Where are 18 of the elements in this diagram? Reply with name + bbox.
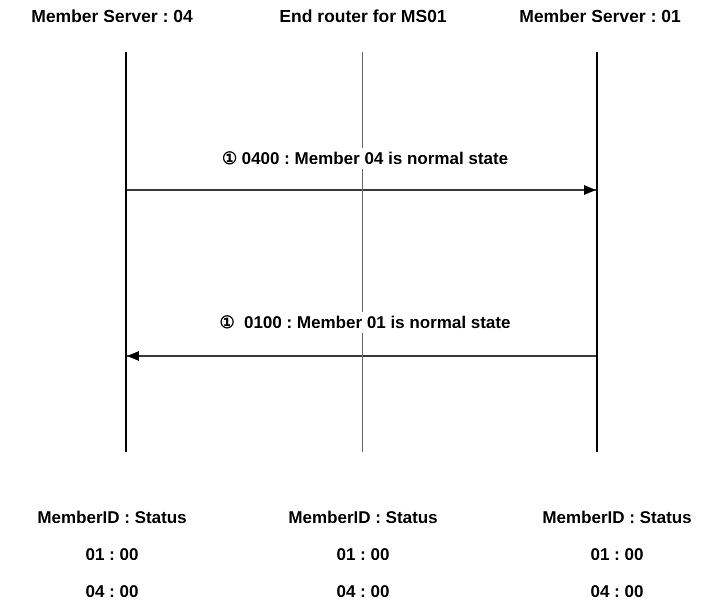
message-arrow — [127, 185, 596, 195]
column-heading: MemberID : Status — [287, 508, 439, 528]
status-entry: 04 : 00 — [590, 582, 644, 602]
status-entry: 04 : 00 — [336, 582, 390, 602]
message-arrow — [127, 351, 596, 361]
status-entry: 01 : 00 — [590, 545, 644, 565]
lifeline — [596, 52, 598, 452]
status-entry: 01 : 00 — [336, 545, 390, 565]
edge-label: ① 0400 : Member 04 is normal state — [220, 148, 510, 169]
column-heading: MemberID : Status — [541, 508, 693, 528]
participant-label: Member Server : 04 — [30, 6, 194, 27]
column-heading: MemberID : Status — [36, 508, 188, 528]
status-entry: 04 : 00 — [84, 582, 140, 602]
edge-label: ① 0100 : Member 01 is normal state — [218, 312, 512, 333]
participant-label: Member Server : 01 — [518, 6, 682, 27]
participant-label: End router for MS01 — [278, 6, 448, 27]
status-entry: 01 : 00 — [84, 545, 140, 565]
lifeline — [125, 52, 127, 452]
